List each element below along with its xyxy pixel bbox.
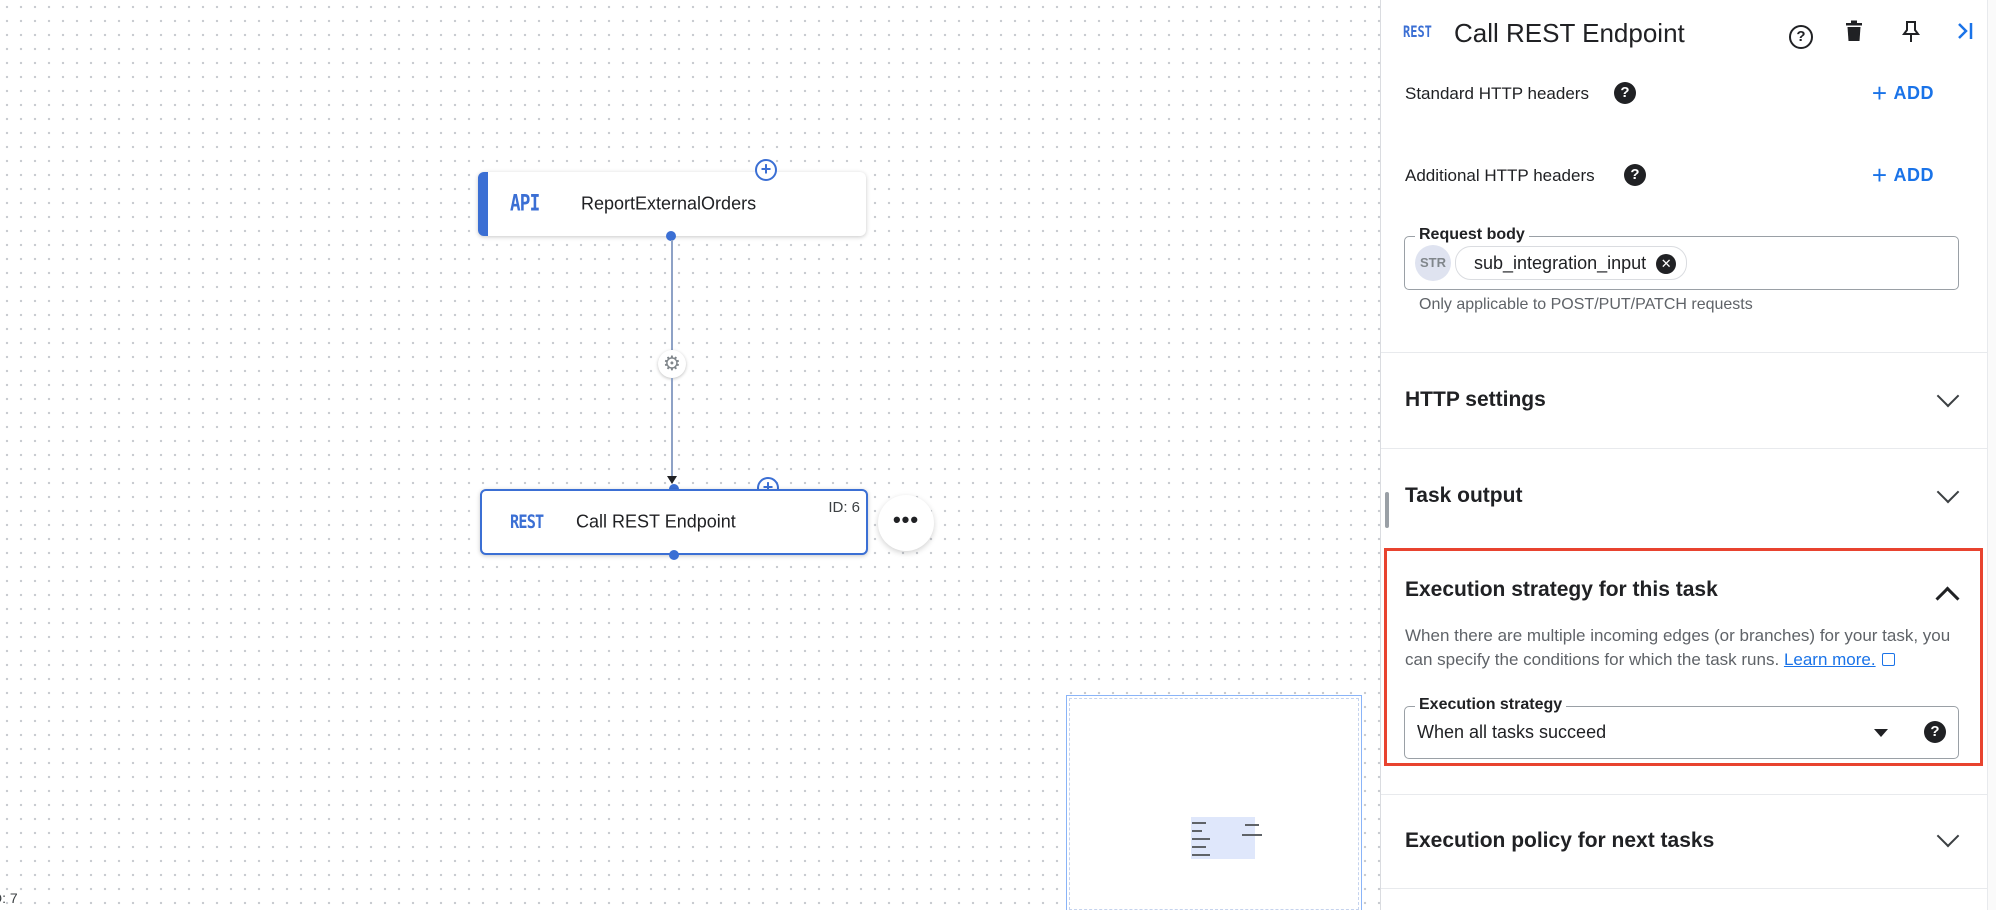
- edge-arrowhead-icon: [667, 476, 677, 484]
- request-body-helper: Only applicable to POST/PUT/PATCH reques…: [1419, 296, 1753, 313]
- rest-node-tag: REST: [510, 511, 544, 533]
- divider: [1381, 888, 1996, 889]
- panel-title: Call REST Endpoint: [1454, 18, 1685, 48]
- divider: [1381, 794, 1996, 795]
- http-settings-title: HTTP settings: [1405, 388, 1546, 411]
- rest-node-output-dot[interactable]: [669, 550, 679, 560]
- request-body-field[interactable]: Request body STR sub_integration_input ✕: [1404, 226, 1959, 290]
- execution-strategy-legend: Execution strategy: [1415, 696, 1567, 714]
- minimap-node-line: [1192, 822, 1206, 824]
- execution-strategy-select[interactable]: Execution strategy When all tasks succee…: [1404, 696, 1959, 759]
- description-text: When there are multiple incoming edges (…: [1405, 626, 1951, 669]
- minimap-node-line: [1192, 854, 1210, 856]
- panel-rest-tag: REST: [1403, 22, 1432, 41]
- add-standard-header-button[interactable]: +ADD: [1871, 78, 1934, 108]
- task-config-panel: REST Call REST Endpoint ? Standard HTTP …: [1380, 0, 1996, 910]
- api-trigger-node[interactable]: API ReportExternalOrders: [478, 172, 866, 236]
- add-label: ADD: [1893, 83, 1934, 103]
- minimap-node-line: [1192, 846, 1206, 848]
- api-node-label: ReportExternalOrders: [581, 193, 757, 214]
- minimap-node-line: [1242, 834, 1262, 836]
- task-output-title: Task output: [1405, 484, 1523, 507]
- help-icon[interactable]: ?: [1624, 164, 1646, 186]
- minimap-node-line: [1245, 824, 1259, 826]
- api-node-tag: API: [510, 191, 540, 217]
- panel-header: REST Call REST Endpoint ?: [1381, 0, 1996, 68]
- add-task-plus-icon[interactable]: +: [755, 159, 777, 181]
- node-id-label: D: 7: [0, 890, 18, 906]
- close-chip-icon[interactable]: ✕: [1656, 254, 1677, 274]
- panel-scrollbar[interactable]: [1987, 0, 1996, 910]
- minimap-viewport: [1069, 698, 1359, 910]
- request-body-legend: Request body: [1415, 226, 1529, 244]
- delete-icon[interactable]: [1840, 20, 1868, 48]
- execution-policy-title: Execution policy for next tasks: [1405, 829, 1715, 852]
- edge-line-top: [671, 240, 673, 350]
- dropdown-arrow-icon[interactable]: [1874, 729, 1888, 737]
- add-label: ADD: [1893, 165, 1934, 185]
- collapse-panel-icon[interactable]: [1951, 20, 1979, 48]
- execution-strategy-value: When all tasks succeed: [1417, 722, 1607, 742]
- learn-more-link[interactable]: Learn more.: [1783, 650, 1876, 669]
- minimap[interactable]: [1066, 695, 1362, 910]
- integration-canvas[interactable]: API ReportExternalOrders + ⚙ + REST Call…: [0, 0, 1380, 910]
- string-type-badge: STR: [1415, 245, 1451, 281]
- help-icon[interactable]: ?: [1924, 721, 1946, 743]
- more-options-button[interactable]: •••: [878, 495, 934, 551]
- divider: [1381, 448, 1996, 449]
- rest-node-id: ID: 6: [828, 499, 860, 516]
- edge-condition-gear-icon[interactable]: ⚙: [658, 350, 686, 378]
- external-link-icon[interactable]: [1881, 653, 1895, 666]
- scroll-handle[interactable]: [1385, 492, 1389, 528]
- standard-headers-label: Standard HTTP headers: [1405, 84, 1589, 103]
- execution-strategy-description: When there are multiple incoming edges (…: [1405, 624, 1965, 672]
- divider: [1381, 352, 1996, 353]
- execution-strategy-title: Execution strategy for this task: [1405, 578, 1718, 601]
- additional-headers-label: Additional HTTP headers: [1405, 166, 1595, 185]
- variable-chip[interactable]: sub_integration_input ✕: [1455, 246, 1688, 280]
- add-additional-header-button[interactable]: +ADD: [1871, 160, 1934, 190]
- rest-task-node[interactable]: REST Call REST Endpoint ID: 6: [480, 489, 868, 555]
- execution-strategy-highlight: [1384, 548, 1983, 766]
- help-icon[interactable]: ?: [1614, 82, 1636, 104]
- minimap-node-line: [1192, 838, 1210, 840]
- edge-line-bottom: [671, 378, 673, 479]
- pin-icon[interactable]: [1897, 20, 1925, 48]
- minimap-node-line: [1192, 830, 1202, 832]
- chevron-down-icon[interactable]: [1936, 384, 1960, 408]
- edge-start-dot[interactable]: [666, 231, 676, 241]
- chevron-down-icon[interactable]: [1936, 824, 1960, 848]
- help-icon[interactable]: ?: [1787, 20, 1815, 49]
- chevron-down-icon[interactable]: [1936, 480, 1960, 504]
- variable-chip-label: sub_integration_input: [1474, 253, 1647, 273]
- rest-node-label: Call REST Endpoint: [576, 511, 736, 532]
